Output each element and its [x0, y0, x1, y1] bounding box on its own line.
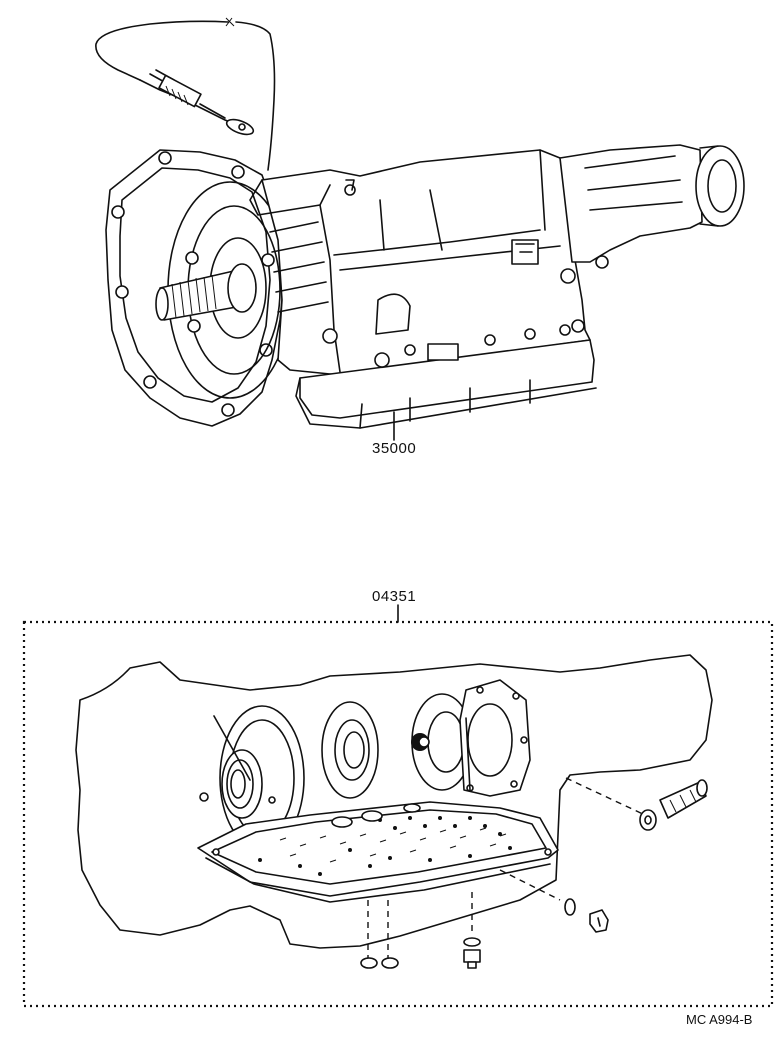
input-shaft [155, 263, 257, 321]
transmission-case [261, 149, 591, 376]
transmission-assembly-illustration [95, 17, 745, 441]
oil-seal [321, 701, 379, 799]
overhaul-kit-illustration [22, 604, 774, 1008]
flange-bolts [111, 151, 275, 417]
speedometer-cable [95, 17, 276, 171]
extension-housing [559, 144, 703, 263]
transmission-outline [75, 654, 713, 949]
drain-plugs [463, 909, 609, 969]
front-pump-gaskets [199, 705, 305, 851]
extension-seal-bushing [639, 779, 708, 831]
valve-body-gasket [197, 801, 559, 903]
part-number-04351[interactable]: 04351 [372, 588, 417, 605]
rear-gaskets [411, 679, 531, 797]
part-number-35000[interactable]: 35000 [372, 440, 417, 457]
o-rings [360, 898, 576, 969]
oil-pan [299, 339, 595, 419]
diagram-reference-code: MC A994-B [686, 1012, 753, 1027]
